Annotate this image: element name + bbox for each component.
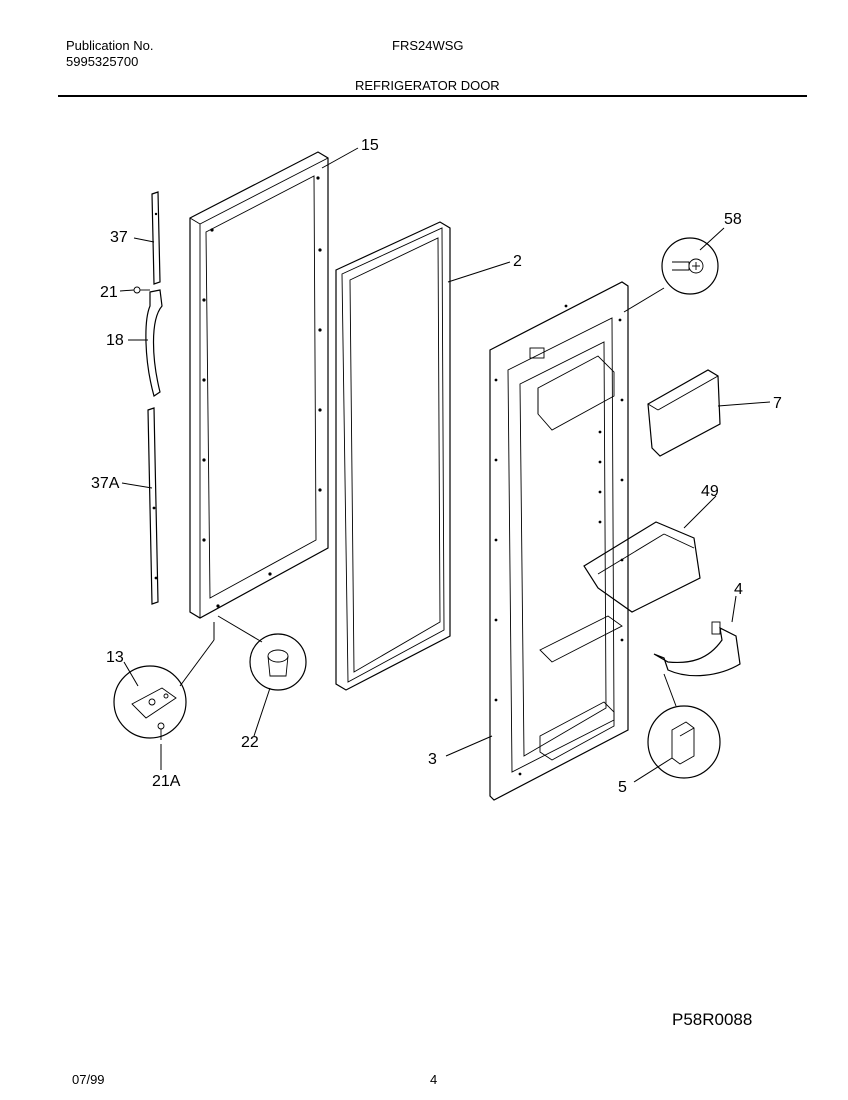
- callout-2: 2: [513, 253, 522, 270]
- part-15-door-frame: [189, 151, 329, 619]
- callout-58: 58: [724, 211, 742, 228]
- callout-37: 37: [110, 229, 128, 246]
- callout-49: 49: [701, 483, 719, 500]
- callout-21: 21: [100, 284, 118, 301]
- part-7-dairy-door: [647, 369, 721, 457]
- callout-13: 13: [106, 649, 124, 666]
- drawing-code: P58R0088: [672, 1010, 753, 1029]
- part-58-screw: [661, 237, 719, 295]
- part-2-door-gasket: [335, 221, 451, 691]
- part-49-door-bin: [583, 521, 701, 613]
- leader-lines: [119, 147, 771, 783]
- header-rule: [58, 95, 807, 97]
- section-title: REFRIGERATOR DOOR: [355, 78, 500, 93]
- part-37-upper-strip: [151, 191, 161, 285]
- callout-5: 5: [618, 779, 627, 796]
- part-13-hinge-plate: [113, 665, 187, 739]
- part-37a-lower-strip: [147, 407, 159, 605]
- callout-18: 18: [106, 332, 124, 349]
- callout-3: 3: [428, 751, 437, 768]
- part-5-clip: [647, 705, 721, 779]
- callout-7: 7: [773, 395, 782, 412]
- callout-4: 4: [734, 581, 743, 598]
- callout-21a: 21A: [152, 773, 181, 790]
- part-4-bin-support: [653, 621, 741, 677]
- callout-37a: 37A: [91, 475, 120, 492]
- part-3-inner-door-liner: [489, 281, 629, 801]
- publication-number: 5995325700: [66, 54, 139, 69]
- publication-label: Publication No.: [66, 38, 154, 53]
- part-21-screw: [133, 286, 150, 294]
- part-22-bushing: [249, 633, 307, 691]
- part-21a-screw: [157, 722, 165, 740]
- page-number: 4: [430, 1072, 438, 1087]
- callout-15: 15: [361, 137, 379, 154]
- part-18-bracket: [145, 289, 163, 397]
- model-number: FRS24WSG: [392, 38, 464, 53]
- footer-date: 07/99: [72, 1072, 105, 1087]
- callout-22: 22: [241, 734, 259, 751]
